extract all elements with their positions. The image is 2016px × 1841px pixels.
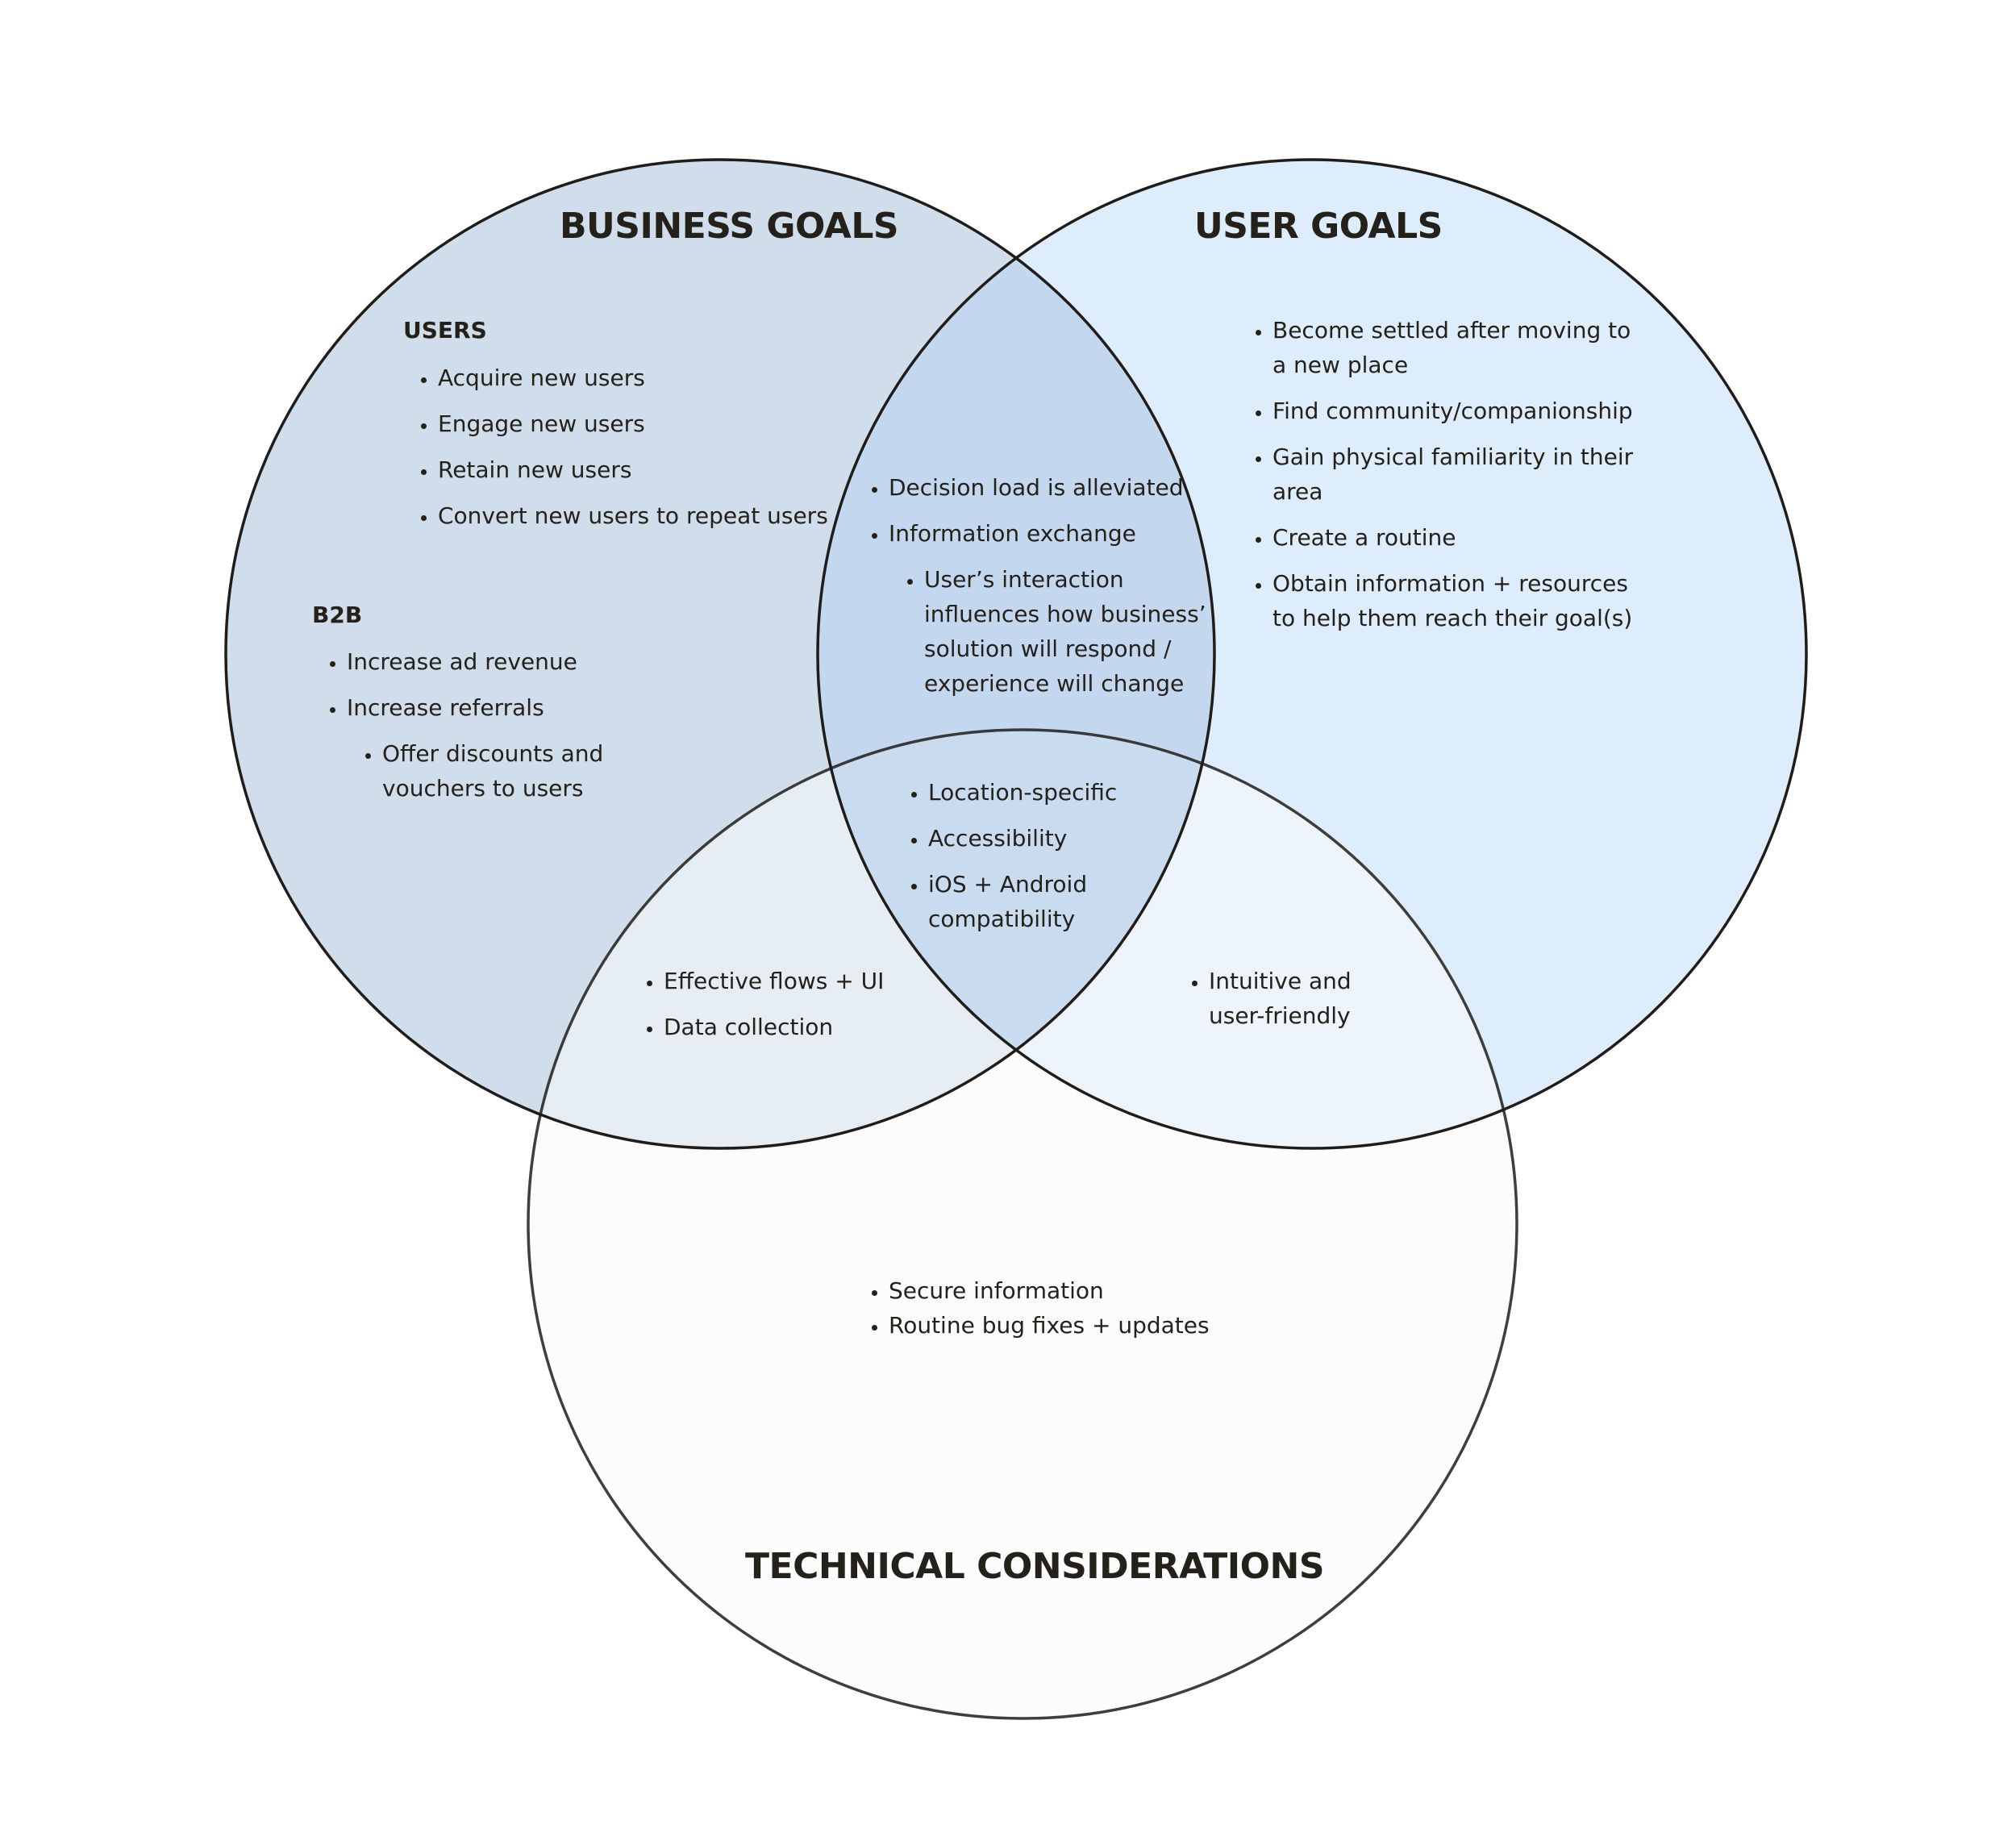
business-b2b-list: Increase ad revenue Increase referrals O… — [321, 644, 685, 806]
list-item: Increase ad revenue — [347, 644, 685, 679]
list-item: Accessibility — [928, 821, 1170, 856]
users-section-label: USERS — [403, 317, 487, 344]
business-technical-overlap-list: Effective flows + UI Data collection — [638, 964, 938, 1044]
list-item: Information exchange User’s interaction … — [889, 516, 1243, 701]
technical-considerations-circle — [528, 730, 1517, 1718]
list-item: Convert new users to repeat users — [438, 498, 889, 533]
b2b-sub-list: Offer discounts and vouchers to users — [347, 736, 685, 806]
list-item: Obtain information + resources to help t… — [1272, 566, 1652, 635]
overlap-sub-list: User’s interaction influences how busine… — [889, 562, 1243, 701]
b2b-section-label: B2B — [312, 602, 363, 628]
list-item: Gain physical familiarity in their area — [1272, 439, 1652, 509]
list-item: Retain new users — [438, 452, 889, 487]
list-item: iOS + Android compatibility — [928, 867, 1098, 936]
list-item: Create a routine — [1272, 520, 1652, 555]
user-technical-overlap-list: Intuitive and user-friendly — [1183, 964, 1402, 1033]
technical-considerations-outline — [527, 728, 1518, 1720]
list-item: Secure information — [889, 1273, 1260, 1308]
list-item: Routine bug fixes + updates — [889, 1308, 1260, 1343]
user-goals-title: USER GOALS — [1194, 206, 1443, 247]
list-item: Acquire new users — [438, 360, 889, 395]
technical-considerations-title: TECHNICAL CONSIDERATIONS — [745, 1546, 1325, 1587]
list-item: Become settled after moving to a new pla… — [1272, 313, 1652, 382]
list-item: Decision load is alleviated — [889, 470, 1243, 505]
list-item: User’s interaction influences how busine… — [924, 562, 1206, 701]
list-item-label: Increase referrals — [347, 694, 544, 721]
list-item: Data collection — [664, 1010, 938, 1044]
business-goals-title: BUSINESS GOALS — [560, 206, 899, 247]
user-goals-outline — [816, 158, 1808, 1150]
business-users-list: Acquire new users Engage new users Retai… — [412, 360, 889, 533]
business-user-overlap-list: Decision load is alleviated Information … — [863, 470, 1243, 701]
user-goals-list: Become settled after moving to a new pla… — [1247, 313, 1652, 635]
list-item: Increase referrals Offer discounts and v… — [347, 690, 685, 806]
technical-considerations-list: Secure information Routine bug fixes + u… — [863, 1273, 1260, 1343]
list-item: Engage new users — [438, 406, 889, 441]
list-item: Effective flows + UI — [664, 964, 938, 998]
list-item: Offer discounts and vouchers to users — [382, 736, 624, 806]
center-overlap-list: Location-specific Accessibility iOS + An… — [902, 775, 1170, 936]
business-goals-outline — [224, 158, 1216, 1150]
list-item: Intuitive and user-friendly — [1209, 964, 1362, 1033]
list-item: Find community/companionship — [1272, 394, 1652, 428]
list-item-label: Information exchange — [889, 520, 1136, 547]
list-item: Location-specific — [928, 775, 1170, 810]
